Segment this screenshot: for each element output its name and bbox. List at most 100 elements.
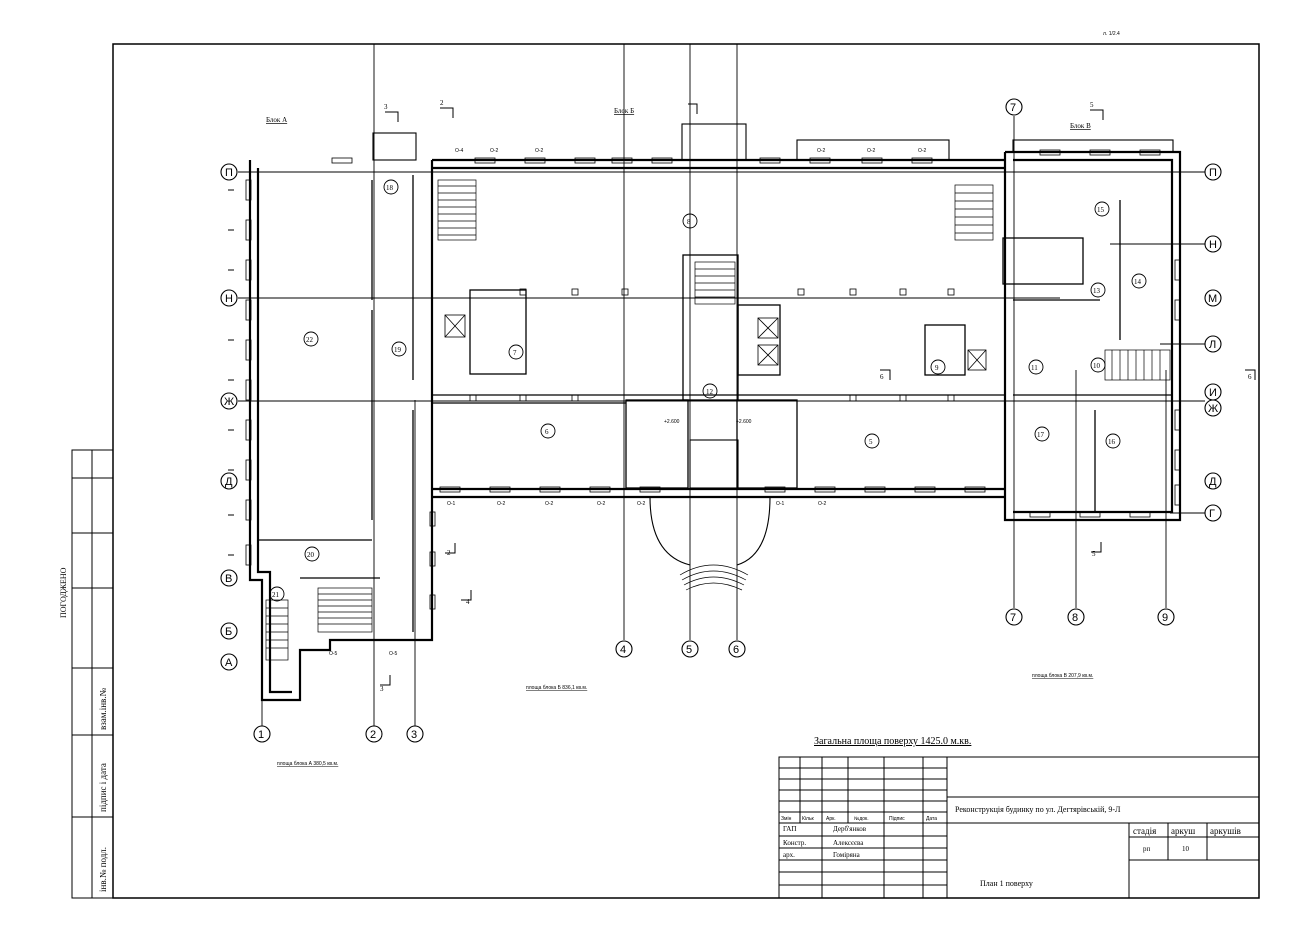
room-number: 15 bbox=[1097, 206, 1105, 214]
block-b-area: площа блока Б 836,1 кв.м. bbox=[526, 685, 587, 691]
tb-name: Алексєєва bbox=[833, 839, 864, 847]
tb-role: Констр. bbox=[783, 839, 806, 847]
block-b-label: Блок Б bbox=[614, 107, 634, 115]
window-mark: О-5 bbox=[329, 651, 338, 657]
section-cut-markers bbox=[380, 103, 1256, 686]
axis-label: И bbox=[1209, 387, 1217, 399]
tb-name: Дерб'янков bbox=[833, 825, 867, 833]
room-number: 7 bbox=[513, 349, 517, 357]
axis-label: А bbox=[225, 657, 233, 669]
exterior-walls bbox=[248, 150, 1182, 702]
tb-header: Дата bbox=[926, 816, 937, 822]
window-mark: О-2 bbox=[535, 148, 544, 154]
window-mark: О-2 bbox=[490, 148, 499, 154]
axis-label: 7 bbox=[1010, 102, 1016, 114]
window-mark: О-2 bbox=[818, 501, 827, 507]
axis-label: Ж bbox=[1208, 403, 1218, 415]
window-type-marks: О-4 О-2 О-2 О-2 О-2 О-2 О-1 О-2 О-2 О-2 … bbox=[329, 148, 927, 657]
window-mark: О-2 bbox=[817, 148, 826, 154]
room-number: 17 bbox=[1037, 431, 1045, 439]
room-number: 9 bbox=[935, 364, 939, 372]
axis-label: П bbox=[225, 167, 233, 179]
axis-label: 1 bbox=[258, 729, 264, 741]
axis-label: П bbox=[1209, 167, 1217, 179]
section-mark: 3 bbox=[384, 103, 388, 111]
side-stamp-agreed: ПОГОДЖЕНО bbox=[59, 567, 68, 618]
window-mark: О-1 bbox=[447, 501, 456, 507]
tb-sheet-value: 10 bbox=[1182, 845, 1190, 853]
axis-label: М bbox=[1208, 293, 1217, 305]
wall-notches bbox=[228, 189, 234, 556]
room-number: 6 bbox=[545, 428, 549, 436]
room-number: 20 bbox=[307, 551, 315, 559]
room-number: 13 bbox=[1093, 287, 1101, 295]
sheet-ref: л. 1/2.4 bbox=[1103, 31, 1120, 37]
axis-label: Ж bbox=[224, 396, 234, 408]
window-mark: О-1 bbox=[776, 501, 785, 507]
block-v-label: Блок В bbox=[1070, 122, 1091, 130]
total-area: Загальна площа поверху 1425.0 м.кв. bbox=[814, 736, 971, 747]
tb-header: Підпис bbox=[889, 816, 905, 822]
tb-sheet-label: аркуш bbox=[1171, 826, 1195, 836]
window-mark: О-5 bbox=[389, 651, 398, 657]
room-number: 14 bbox=[1134, 278, 1142, 286]
level-mark: +2.600 bbox=[736, 419, 752, 425]
section-mark: 2 bbox=[447, 549, 451, 557]
interior-walls bbox=[258, 175, 1172, 632]
axis-label: 2 bbox=[370, 729, 376, 741]
axis-label: 8 bbox=[1072, 612, 1078, 624]
axis-bubbles bbox=[220, 98, 1222, 743]
axis-label: 3 bbox=[411, 729, 417, 741]
tb-drawing-title: План 1 поверху bbox=[980, 879, 1033, 888]
axis-label: 6 bbox=[733, 644, 739, 656]
tb-header: Змін bbox=[781, 816, 792, 822]
tb-stage-label: стадія bbox=[1133, 826, 1156, 836]
axis-label: 5 bbox=[686, 644, 692, 656]
section-mark: 4 bbox=[466, 598, 470, 606]
room-number: 18 bbox=[386, 184, 394, 192]
window-mark: О-2 bbox=[545, 501, 554, 507]
section-mark: 5 bbox=[1090, 101, 1094, 109]
block-v-area: площа блока В 207,9 кв.м. bbox=[1032, 673, 1093, 679]
window-mark: О-2 bbox=[497, 501, 506, 507]
room-number: 22 bbox=[306, 336, 314, 344]
section-mark: 3 bbox=[380, 685, 384, 693]
window-mark: О-4 bbox=[455, 148, 464, 154]
level-mark: +2.600 bbox=[664, 419, 680, 425]
tb-project: Реконструкція будинку по ул. Дегтярівськ… bbox=[955, 805, 1121, 814]
axis-label: Н bbox=[1209, 239, 1217, 251]
room-number: 21 bbox=[272, 591, 280, 599]
room-number: 11 bbox=[1031, 364, 1038, 372]
grid-axis-lines bbox=[238, 44, 1205, 726]
axis-label: Б bbox=[225, 626, 232, 638]
section-mark: 2 bbox=[440, 99, 444, 107]
elevators bbox=[444, 314, 987, 371]
section-mark: 6 bbox=[880, 373, 884, 381]
axis-label: Д bbox=[1209, 476, 1217, 488]
side-stamp-row: взам.інв.№ bbox=[98, 688, 108, 730]
axis-label: 9 bbox=[1162, 612, 1168, 624]
window-mark: О-2 bbox=[867, 148, 876, 154]
window-mark: О-2 bbox=[597, 501, 606, 507]
axis-label: Д bbox=[225, 476, 233, 488]
room-number: 12 bbox=[706, 388, 714, 396]
annexes bbox=[372, 123, 1174, 566]
tb-role: ГАП bbox=[783, 825, 796, 833]
side-stamp-row: підпис і дата bbox=[98, 763, 108, 812]
axis-label: В bbox=[225, 573, 232, 585]
room-number: 19 bbox=[394, 346, 402, 354]
room-number: 8 bbox=[687, 218, 691, 226]
room-markers bbox=[269, 179, 1147, 602]
room-number: 16 bbox=[1108, 438, 1116, 446]
block-a-area: площа блока А 380,5 кв.м. bbox=[277, 761, 338, 767]
tb-header: Кільк bbox=[802, 816, 815, 822]
stairs bbox=[265, 179, 1171, 661]
axis-label: Н bbox=[225, 293, 233, 305]
tb-header: №док. bbox=[854, 816, 869, 822]
axis-label: Л bbox=[1209, 339, 1216, 351]
axis-label: 7 bbox=[1010, 612, 1016, 624]
block-a-label: Блок А bbox=[266, 116, 287, 124]
window-mark: О-2 bbox=[637, 501, 646, 507]
side-stamp bbox=[71, 449, 114, 899]
window-mark: О-2 bbox=[918, 148, 927, 154]
